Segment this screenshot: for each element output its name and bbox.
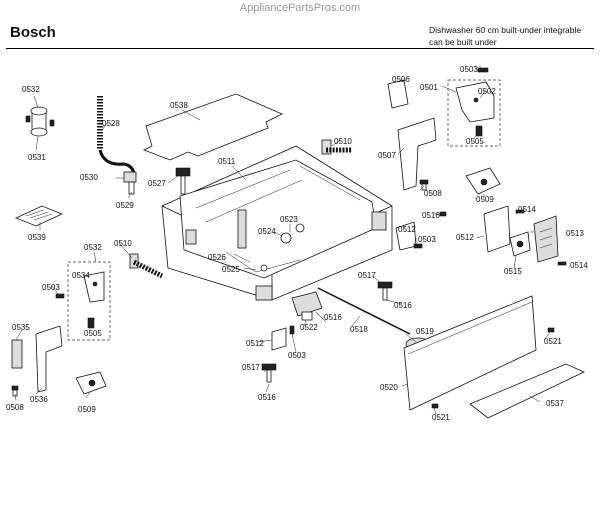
part-0514-screws[interactable] (515, 209, 567, 266)
part-0522-switch[interactable] (291, 291, 323, 321)
brand-title: Bosch (10, 24, 56, 41)
label-0529: 0529 (116, 201, 134, 210)
label-0503-center: 0503 (288, 351, 306, 360)
part-0516-nut-right[interactable] (439, 211, 447, 217)
label-0526: 0526 (208, 253, 226, 262)
label-0518: 0518 (350, 325, 368, 334)
part-0503-screw-top[interactable] (477, 67, 489, 73)
label-0517-right: 0517 (358, 271, 376, 280)
part-0511-base-tub[interactable] (161, 145, 393, 301)
label-0537: 0537 (546, 399, 564, 408)
label-0509-left: 0509 (78, 405, 96, 414)
label-0539: 0539 (28, 233, 46, 242)
label-0524: 0524 (258, 227, 276, 236)
label-0502: 0502 (478, 87, 496, 96)
part-0530-hose-clip[interactable] (123, 171, 137, 195)
label-0512-right: 0512 (398, 225, 416, 234)
label-0511: 0511 (218, 157, 236, 166)
label-0505-right: 0505 (466, 137, 484, 146)
part-0508-screw-left[interactable] (11, 385, 19, 397)
part-0507-bracket[interactable] (397, 117, 437, 191)
part-0512-hinge-right[interactable] (483, 205, 511, 253)
label-0512-hinge: 0512 (456, 233, 474, 242)
label-0538: 0538 (170, 101, 188, 110)
part-0527-screw[interactable] (175, 167, 191, 195)
label-0514-bottom: 0514 (570, 261, 588, 270)
label-0532: 0532 (22, 85, 40, 94)
label-0532-left: 0532 (84, 243, 102, 252)
label-0501: 0501 (420, 83, 438, 92)
part-0513-cover[interactable] (533, 215, 559, 263)
label-0510-left: 0510 (114, 239, 132, 248)
label-0531: 0531 (28, 153, 46, 162)
label-0534: 0534 (72, 271, 90, 280)
part-0517-foot-center[interactable] (261, 363, 277, 383)
part-0535-cap[interactable] (11, 339, 23, 369)
label-0515: 0515 (504, 267, 522, 276)
part-0515-bearing[interactable] (509, 231, 531, 257)
label-0516-right-low: 0516 (394, 301, 412, 310)
label-0505-left: 0505 (84, 329, 102, 338)
model-description: Dishwasher 60 cm built-under integrable … (429, 24, 599, 48)
model-description-line2: can be built under (429, 37, 497, 47)
label-0516-right: 0516 (422, 211, 440, 220)
part-0518-rod[interactable] (317, 287, 411, 335)
part-0503-screw-center[interactable] (289, 325, 295, 335)
label-0514-top: 0514 (518, 205, 536, 214)
label-0525: 0525 (222, 265, 240, 274)
part-0503-screw-right[interactable] (413, 243, 423, 249)
label-0516-center: 0516 (258, 393, 276, 402)
part-0539-plate[interactable] (14, 205, 64, 227)
header-divider (6, 48, 594, 49)
part-0510-strip-top[interactable] (321, 139, 352, 155)
label-0507: 0507 (378, 151, 396, 160)
label-0522: 0522 (300, 323, 318, 332)
part-0508-screw-right[interactable] (419, 179, 429, 191)
label-0506: 0506 (392, 75, 410, 84)
label-0521-top: 0521 (544, 337, 562, 346)
label-0508-right: 0508 (424, 189, 442, 198)
watermark-text: AppliancePartsPros.com (239, 2, 361, 14)
part-0537-strip[interactable] (469, 363, 585, 419)
part-0509-roller-right[interactable] (465, 167, 501, 195)
label-0530: 0530 (80, 173, 98, 182)
label-0509-right: 0509 (476, 195, 494, 204)
label-0517-center: 0517 (242, 363, 260, 372)
label-0521-bottom: 0521 (432, 413, 450, 422)
label-0536: 0536 (30, 395, 48, 404)
part-0531-foot[interactable] (25, 106, 55, 137)
label-0523: 0523 (280, 215, 298, 224)
part-0510-strip-left[interactable] (129, 253, 164, 279)
part-0521-screws[interactable] (431, 327, 555, 409)
label-0503-left: 0503 (42, 283, 60, 292)
label-0510-top: 0510 (334, 137, 352, 146)
part-0520-kick-plate[interactable] (403, 295, 537, 411)
part-0517-foot-right[interactable] (377, 281, 393, 301)
label-0503-right: 0503 (418, 235, 436, 244)
part-group-0532-box[interactable] (67, 261, 111, 341)
label-0513: 0513 (566, 229, 584, 238)
label-0512-center: 0512 (246, 339, 264, 348)
model-description-line1: Dishwasher 60 cm built-under integrable (429, 25, 582, 35)
label-0503-top: 0503 (460, 65, 478, 74)
label-0528: 0528 (102, 119, 120, 128)
label-0535: 0535 (12, 323, 30, 332)
part-0528-hose[interactable] (97, 96, 136, 177)
part-0536-bracket-left[interactable] (35, 325, 63, 393)
part-0538-insulation-mat[interactable] (143, 93, 283, 161)
part-0512-bracket-center[interactable] (271, 327, 287, 351)
label-0516-mid: 0516 (324, 313, 342, 322)
label-0519: 0519 (416, 327, 434, 336)
part-0506-bracket[interactable] (387, 79, 409, 109)
label-0520: 0520 (380, 383, 398, 392)
label-0508-left: 0508 (6, 403, 24, 412)
part-0509-roller-left[interactable] (75, 371, 107, 395)
part-0503-screw-left[interactable] (55, 293, 65, 299)
label-0527: 0527 (148, 179, 166, 188)
